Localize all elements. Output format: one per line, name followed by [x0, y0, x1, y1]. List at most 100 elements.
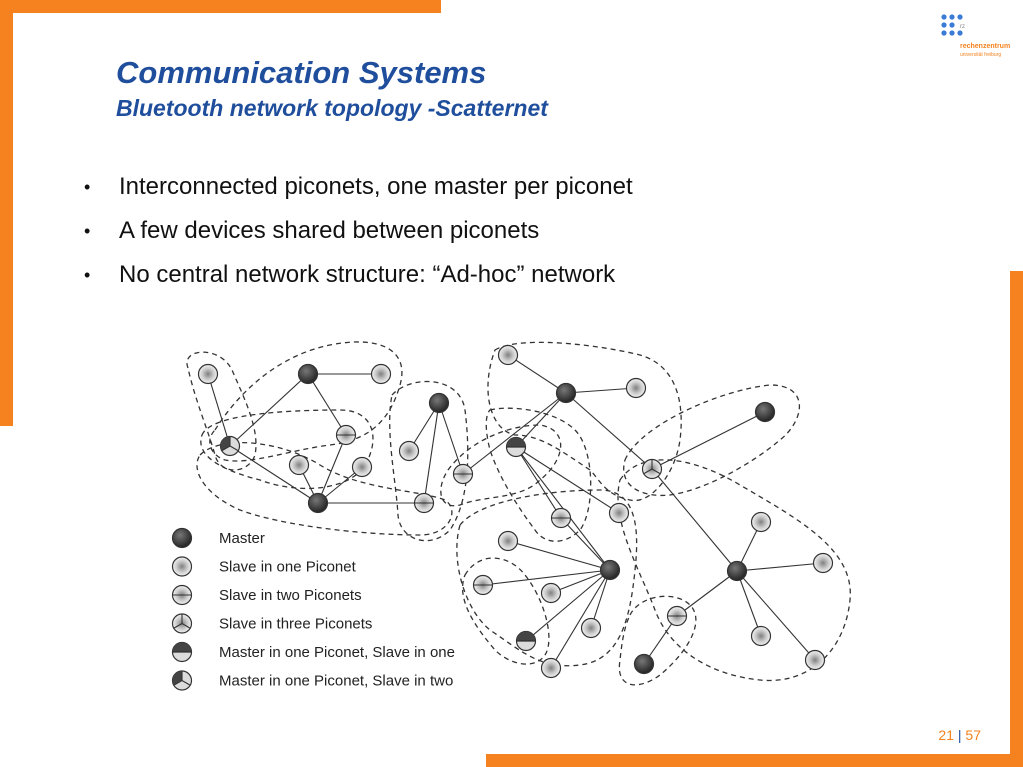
bullet-dot-icon: •	[84, 177, 91, 197]
node-slave1	[197, 363, 219, 385]
piconet-boundary	[456, 489, 638, 667]
bullet-text: A few devices shared between piconets	[119, 217, 540, 244]
node-master	[754, 401, 776, 423]
node-slave2	[472, 574, 494, 596]
link-line	[307, 373, 347, 436]
node-ms1	[505, 436, 527, 458]
accent-bar-bottom	[486, 754, 1023, 767]
link-line	[229, 445, 319, 504]
svg-text:rechenzentrum: rechenzentrum	[960, 43, 1010, 50]
legend-symbol-ms2	[171, 670, 193, 691]
legend-symbol-slave1	[171, 556, 193, 577]
node-slave1	[804, 649, 826, 671]
piconet-boundary	[389, 380, 469, 542]
piconet-boundary	[196, 442, 453, 536]
node-slave1	[608, 502, 630, 524]
legend-label: Slave in two Piconets	[219, 587, 362, 604]
link-line	[565, 392, 653, 470]
node-slave1	[750, 511, 772, 533]
link-line	[462, 392, 567, 475]
link-line	[525, 569, 611, 642]
link-line	[676, 570, 738, 617]
node-slave1	[540, 582, 562, 604]
node-master	[297, 363, 319, 385]
piconet-boundary	[618, 595, 697, 686]
legend-symbol-ms1	[171, 641, 193, 663]
link-line	[317, 434, 347, 504]
piconet-boundary	[487, 341, 682, 502]
node-master	[555, 382, 577, 404]
node-slave3	[641, 458, 663, 480]
link-line	[438, 402, 464, 475]
node-slave1	[288, 454, 310, 476]
node-slave1	[370, 363, 392, 385]
bullet-item: • Interconnected piconets, one master per…	[84, 170, 633, 214]
page-current: 21	[938, 727, 954, 743]
node-ms1	[515, 630, 537, 652]
node-slave2	[413, 492, 435, 514]
legend-label: Slave in one Piconet	[219, 559, 357, 576]
page-number: 21 | 57	[938, 727, 981, 743]
page-separator: |	[957, 727, 962, 743]
link-line	[515, 446, 620, 514]
legend-label: Master in one Piconet, Slave in two	[219, 673, 453, 690]
piconet-boundaries	[186, 341, 851, 686]
bullet-item: • A few devices shared between piconets	[84, 214, 633, 258]
link-line	[482, 569, 611, 586]
link-line	[229, 373, 309, 447]
node-slave2	[452, 463, 474, 485]
link-line	[736, 570, 816, 661]
node-slave1	[497, 530, 519, 552]
accent-bar-left	[0, 0, 13, 426]
bullet-text: Interconnected piconets, one master per …	[119, 173, 633, 200]
node-slave1	[750, 625, 772, 647]
link-line	[565, 387, 637, 394]
bullet-dot-icon: •	[84, 265, 91, 285]
link-line	[207, 373, 231, 447]
bullet-item: • No central network structure: “Ad-hoc” …	[84, 258, 633, 302]
node-slave1	[351, 456, 373, 478]
link-line	[560, 517, 611, 571]
legend-label: Slave in three Piconets	[219, 616, 372, 633]
bullet-dot-icon: •	[84, 221, 91, 241]
node-slave1	[812, 552, 834, 574]
node-slave1	[580, 617, 602, 639]
node-layer	[197, 344, 834, 679]
node-master	[633, 653, 655, 675]
bullet-text: No central network structure: “Ad-hoc” n…	[119, 261, 616, 288]
node-slave1	[540, 657, 562, 679]
link-line	[550, 569, 611, 594]
piconet-boundary	[209, 341, 403, 462]
node-slave1	[625, 377, 647, 399]
link-line	[736, 570, 762, 637]
node-master	[428, 392, 450, 414]
link-line	[515, 446, 562, 519]
node-slave2	[550, 507, 572, 529]
rechenzentrum-logo: rz rechenzentrum universität freiburg	[941, 14, 1010, 58]
link-line	[507, 354, 567, 394]
piconet-boundary	[485, 407, 592, 542]
link-line	[515, 392, 567, 448]
legend-symbol-master	[171, 527, 193, 549]
link-line	[651, 468, 738, 572]
link-line	[736, 562, 824, 572]
svg-text:rz: rz	[960, 24, 965, 30]
node-ms2	[219, 435, 241, 457]
svg-text:universität freiburg: universität freiburg	[960, 52, 1001, 58]
accent-bar-top	[0, 0, 441, 13]
piconet-boundary	[186, 351, 257, 471]
link-line	[507, 540, 611, 571]
legend-symbol-slave2	[171, 584, 193, 606]
node-master	[726, 560, 748, 582]
link-line	[423, 402, 440, 504]
node-slave2	[335, 424, 357, 446]
piconet-boundary	[617, 459, 851, 682]
legend-label: Master	[219, 530, 265, 547]
node-slave1	[398, 440, 420, 462]
link-line	[550, 569, 611, 669]
legend-label: Master in one Piconet, Slave in one	[219, 644, 455, 661]
piconet-boundary	[623, 384, 800, 497]
node-slave2	[666, 605, 688, 627]
